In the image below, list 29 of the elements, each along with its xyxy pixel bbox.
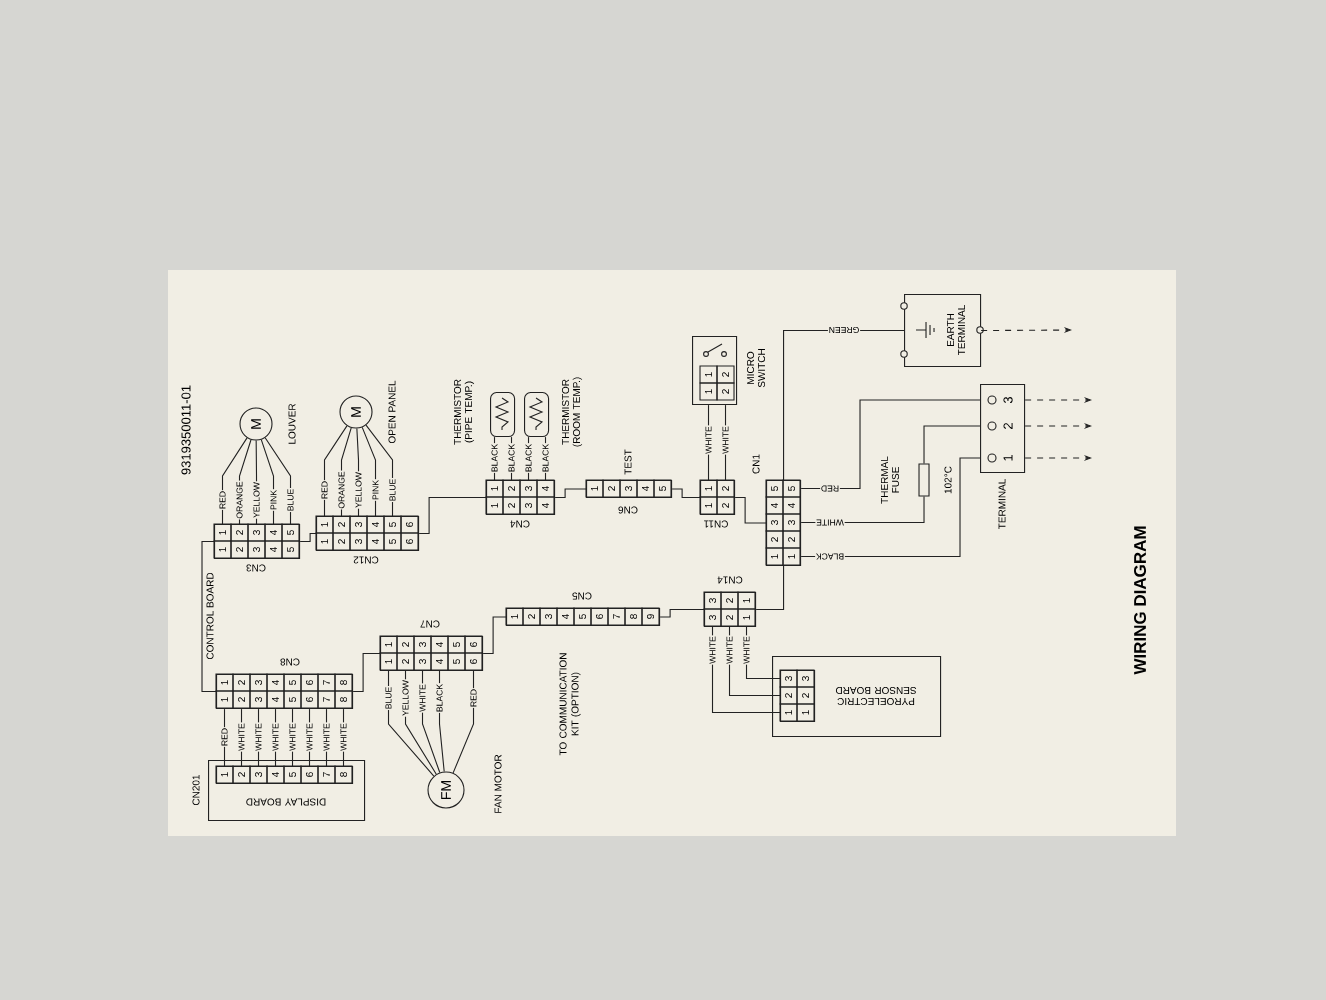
wire: [800, 399, 981, 490]
wire: [482, 616, 507, 655]
wire: [659, 609, 705, 618]
wire: [711, 626, 781, 714]
wire: [671, 488, 701, 499]
wire: [404, 670, 437, 775]
wire: [323, 425, 348, 517]
wire: [783, 330, 905, 481]
wire: [923, 425, 981, 464]
wire: [299, 533, 317, 543]
wire: [340, 427, 352, 517]
wire: [452, 670, 475, 774]
wire: [387, 670, 435, 777]
wire: [361, 426, 377, 517]
wire: [223, 708, 226, 767]
wire: [221, 437, 248, 525]
wire: [201, 541, 217, 693]
wire: [264, 437, 292, 525]
wire: [421, 670, 441, 774]
wire: [800, 496, 925, 524]
wire: [418, 497, 487, 535]
wire: [800, 457, 981, 558]
diagram-title: WIRING DIAGRAM: [1134, 526, 1147, 675]
wire: [352, 653, 381, 693]
wire: [260, 439, 275, 525]
wire: [734, 497, 767, 524]
wire: [755, 565, 785, 611]
wire: [554, 488, 587, 499]
wire: [438, 670, 445, 773]
